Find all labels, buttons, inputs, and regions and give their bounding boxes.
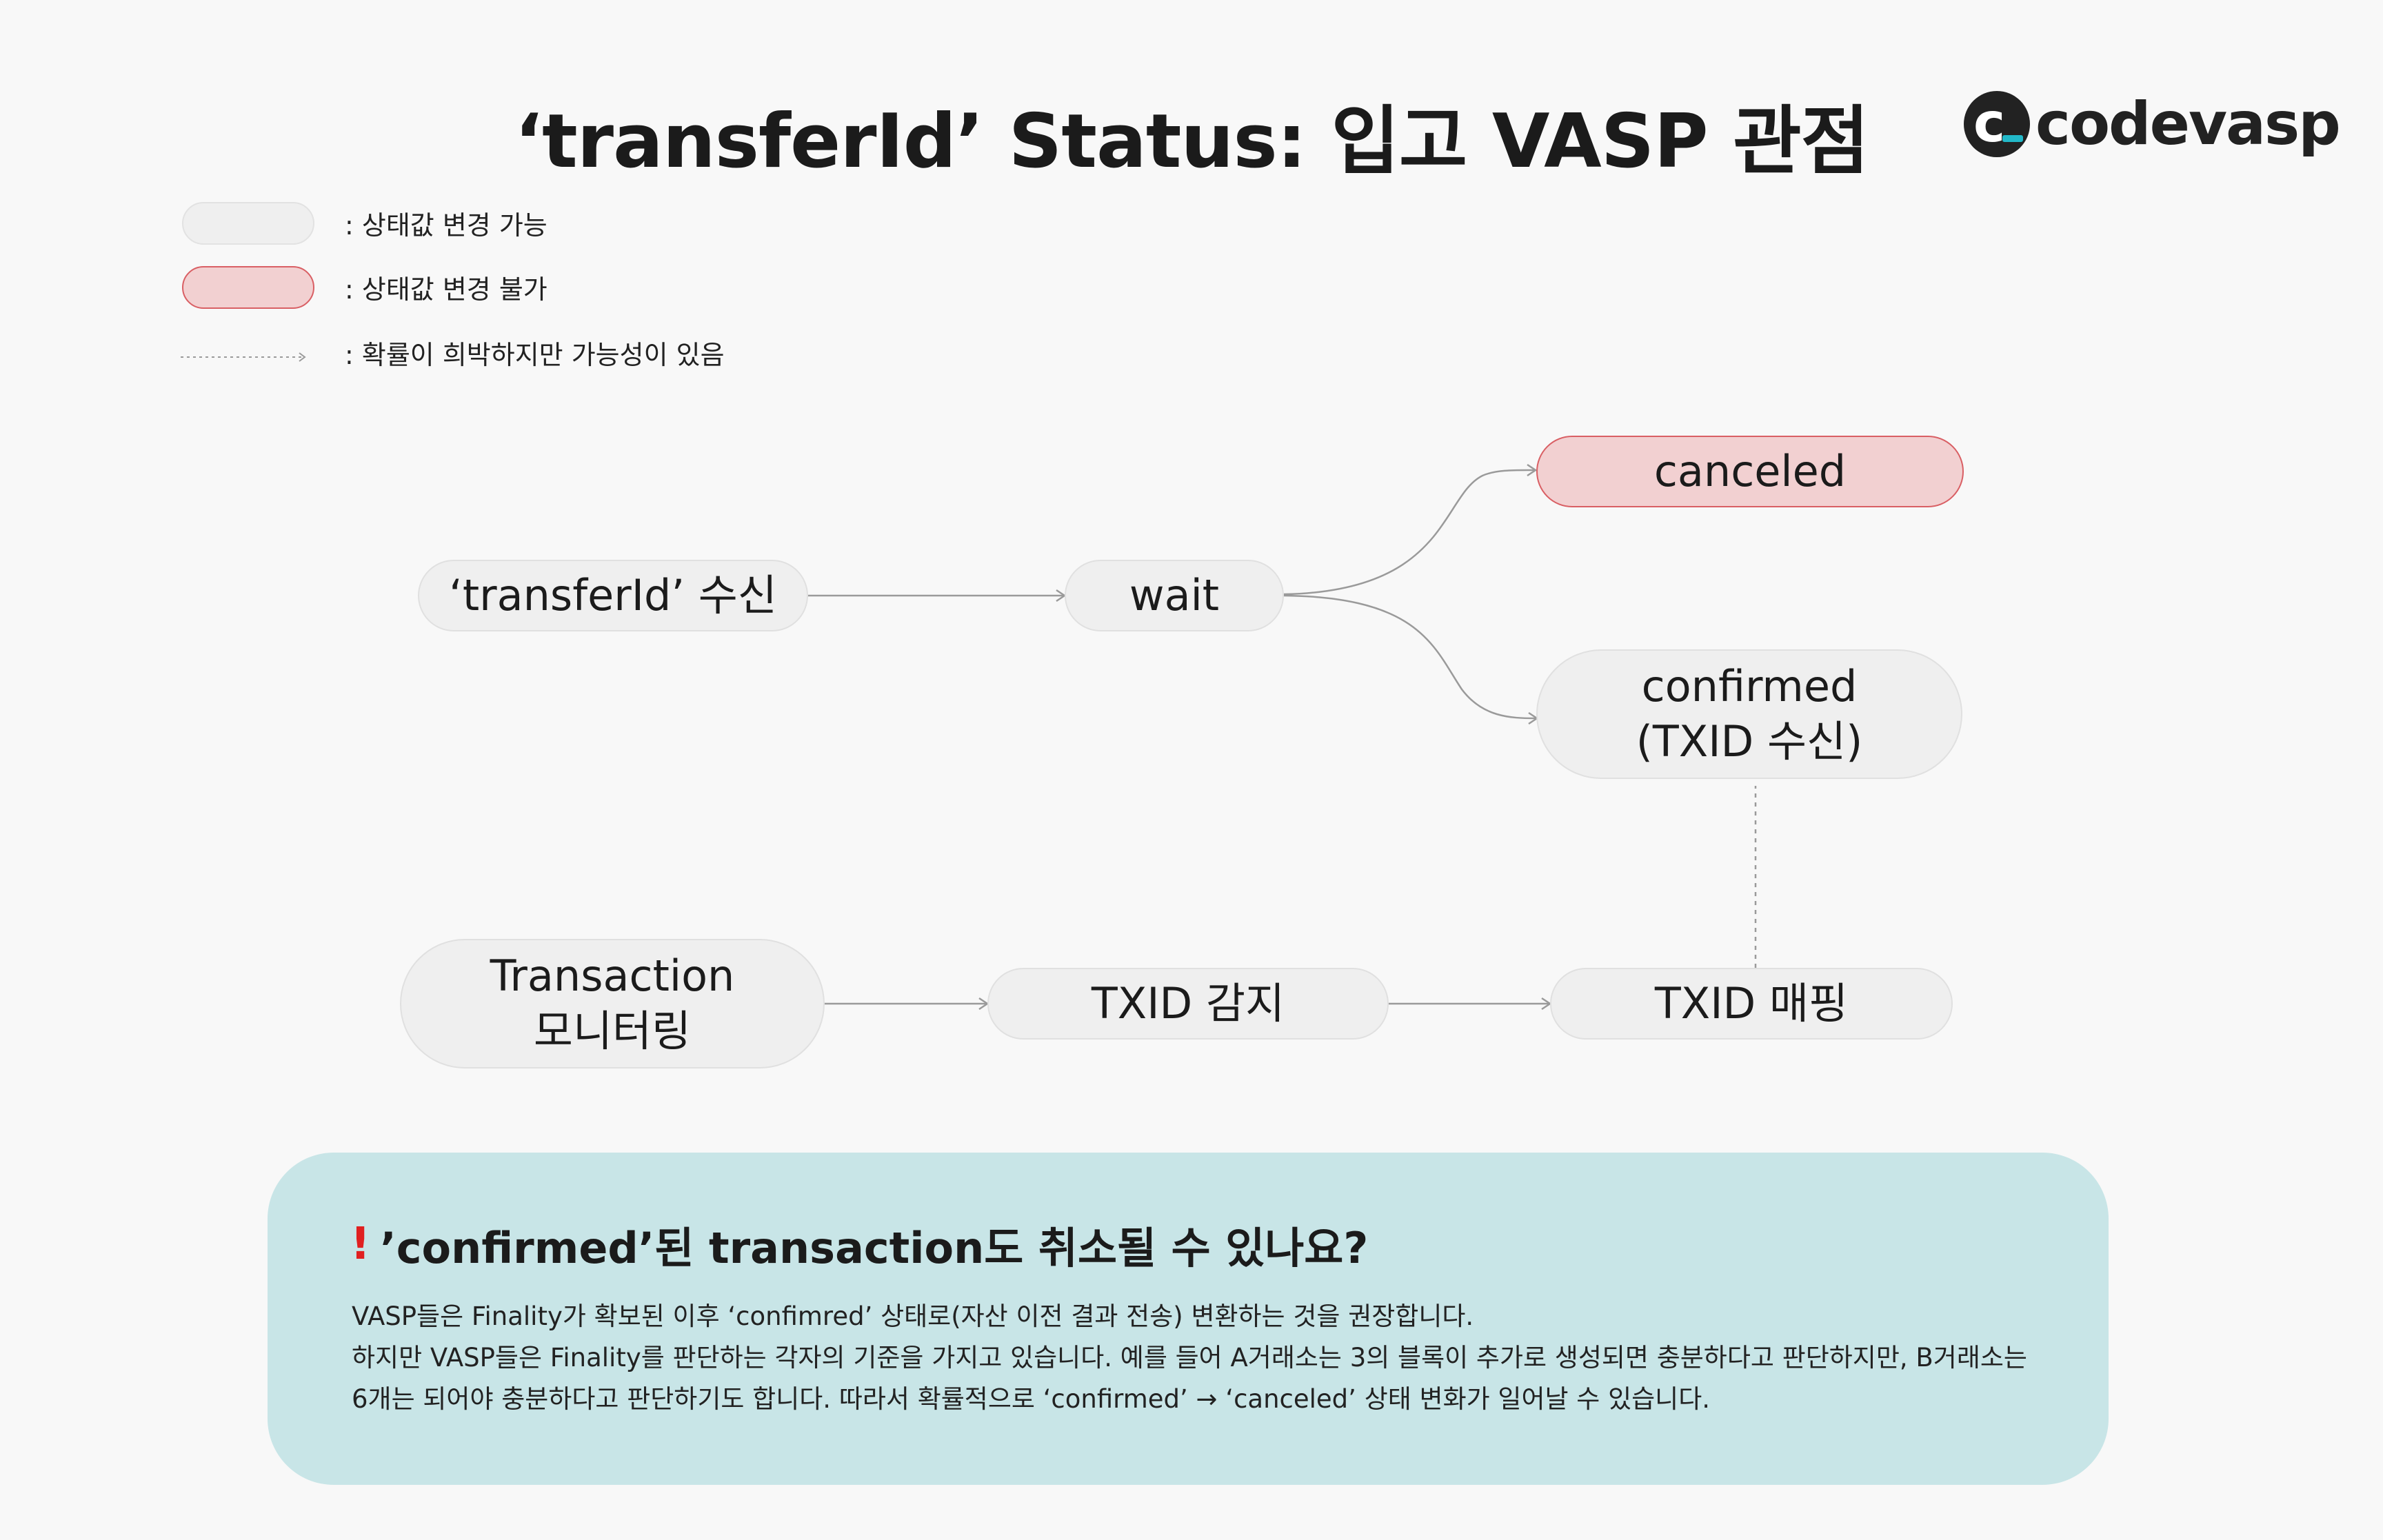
note-title: ! ’confirmed’된 transaction도 취소될 수 있나요? [350, 1213, 1368, 1275]
node-txid-mapping: TXID 매핑 [1550, 968, 1953, 1040]
logo-text: codevasp [2035, 90, 2341, 159]
legend-label-changeable: : 상태값 변경 가능 [345, 210, 547, 241]
legend-gray-pill [182, 202, 314, 245]
faq-note-box: ! ’confirmed’된 transaction도 취소될 수 있나요? V… [268, 1153, 2109, 1485]
node-txid-detect: TXID 감지 [987, 968, 1389, 1040]
note-line: VASP들은 Finality가 확보된 이후 ‘confimred’ 상태로(… [352, 1301, 1474, 1331]
node-transaction-monitoring: Transaction 모니터링 [400, 939, 825, 1068]
edge-wait-to-confirmed [1283, 594, 1536, 720]
legend-red-pill [182, 266, 314, 309]
legend-label-rare: : 확률이 희박하지만 가능성이 있음 [345, 340, 725, 370]
exclamation-icon: ! [350, 1219, 371, 1270]
note-line: 6개는 되어야 충분하다고 판단하기도 합니다. 따라서 확률적으로 ‘conf… [352, 1384, 1711, 1414]
legend-dotted-arrow-icon [181, 352, 306, 362]
node-confirmed: confirmed (TXID 수신) [1536, 649, 1962, 779]
edge-wait-to-canceled [1283, 469, 1535, 596]
note-body: VASP들은 Finality가 확보된 이후 ‘confimred’ 상태로(… [352, 1296, 2062, 1420]
note-title-text: ’confirmed’된 transaction도 취소될 수 있나요? [380, 1223, 1369, 1273]
legend-label-unchangeable: : 상태값 변경 불가 [345, 274, 547, 305]
note-line: 하지만 VASP들은 Finality를 판단하는 각자의 기준을 가지고 있습… [352, 1343, 2027, 1372]
node-canceled: canceled [1536, 436, 1964, 507]
page-title: ‘transferId’ Status: 입고 VASP 관점 [514, 99, 1869, 185]
codevasp-logo: c codevasp [1964, 90, 2341, 159]
node-wait: wait [1065, 560, 1284, 631]
node-transferid-received: ‘transferId’ 수신 [418, 560, 808, 631]
logo-mark-icon: c [1964, 91, 2030, 157]
